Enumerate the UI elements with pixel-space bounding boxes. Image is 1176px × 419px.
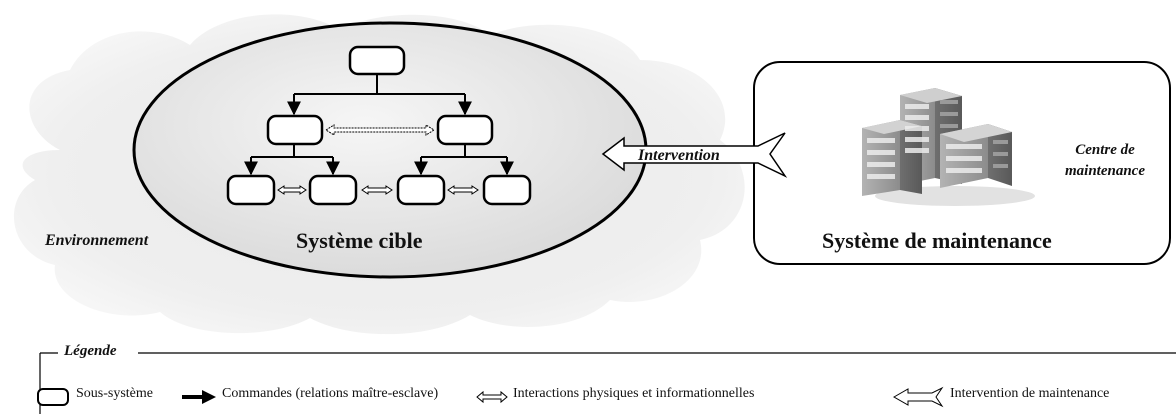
legend-item-intervention: Intervention de maintenance [950, 386, 1110, 401]
interaction-arrow-leaf-3-4 [447, 185, 479, 195]
subsystem-box-root [348, 45, 406, 76]
subsystem-box-leaf-3 [396, 174, 446, 206]
intervention-label: Intervention [638, 147, 720, 164]
legend-title: Légende [60, 343, 121, 360]
legend-intervention-icon [892, 386, 944, 408]
legend: Sous-système Commandes (relations maître… [0, 384, 1176, 408]
interaction-arrow-leaf-2-3 [361, 185, 393, 195]
interaction-arrows [277, 124, 479, 195]
subsystem-box-level2-left [266, 114, 324, 146]
legend-subsystem-icon [37, 388, 69, 406]
legend-item-subsystem: Sous-système [76, 386, 153, 401]
subsystem-box-leaf-4 [482, 174, 532, 206]
interaction-arrow-leaf-1-2 [277, 185, 307, 195]
maintenance-system-title: Système de maintenance [822, 228, 1052, 253]
target-system-title: Système cible [296, 228, 423, 253]
legend-interaction-icon [476, 390, 508, 404]
subsystem-box-level2-right [436, 114, 494, 146]
subsystem-box-leaf-1 [226, 174, 276, 206]
legend-command-icon [182, 390, 216, 404]
interaction-arrow-level2 [325, 124, 435, 136]
office-building-icon [862, 88, 1035, 206]
intervention-arrow [601, 132, 788, 178]
subsystem-tree [226, 45, 532, 206]
legend-item-commands: Commandes (relations maître-esclave) [222, 386, 439, 401]
environment-label: Environnement [45, 232, 149, 249]
legend-item-interactions: Interactions physiques et informationnel… [513, 386, 755, 401]
maintenance-center-label: Centre de maintenance [1064, 142, 1145, 179]
command-arrows [244, 74, 514, 176]
subsystem-box-leaf-2 [308, 174, 358, 206]
